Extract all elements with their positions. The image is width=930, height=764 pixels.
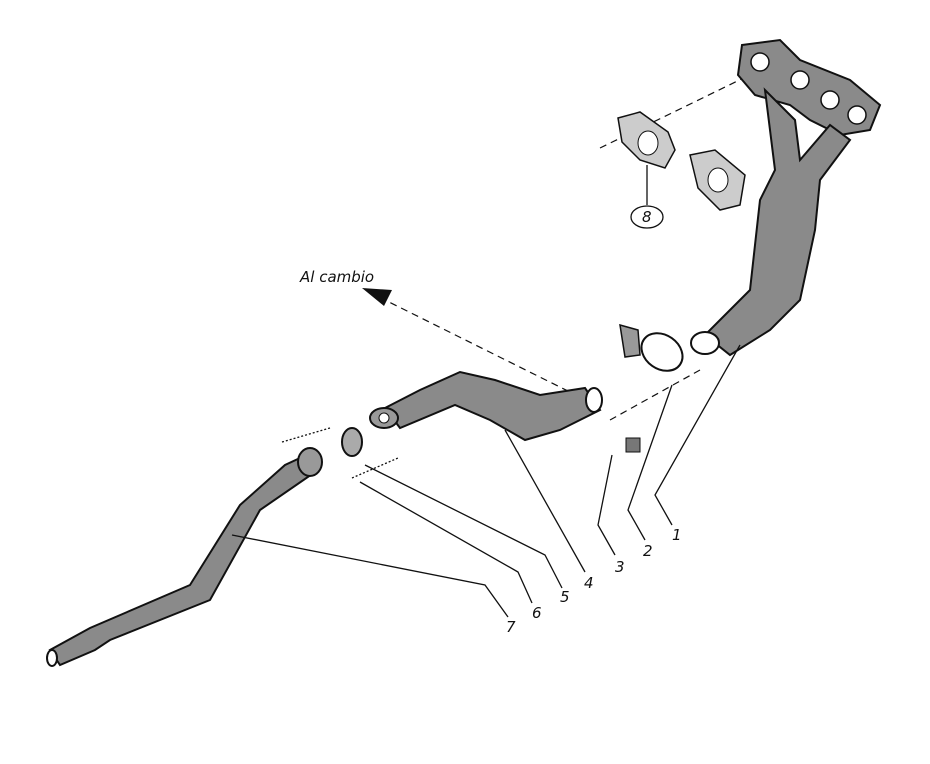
callout-2: 2 [643, 542, 653, 560]
direction-arrow: Al cambio [299, 268, 591, 403]
manifold-gaskets [617, 111, 746, 211]
direction-label: Al cambio [299, 268, 374, 286]
bolt [625, 437, 641, 453]
callout-8: 8 [642, 208, 652, 226]
callout-5: 5 [560, 588, 570, 606]
front-pipe [369, 370, 603, 442]
clamp-ring [640, 332, 684, 372]
callout-7: 7 [506, 618, 516, 636]
sealing-ring [341, 427, 363, 457]
spring [351, 457, 399, 479]
callout-3: 3 [615, 558, 625, 576]
callout-6: 6 [532, 604, 542, 622]
callout-1: 1 [672, 526, 682, 544]
spring [281, 427, 331, 443]
bracket [619, 323, 641, 358]
tail-pipe [46, 447, 323, 667]
exhaust-manifold [690, 38, 882, 357]
pipe-alignment-line [609, 369, 701, 421]
callout-8-circle [630, 205, 664, 229]
leader-lines [231, 165, 741, 618]
callout-4: 4 [584, 574, 594, 592]
